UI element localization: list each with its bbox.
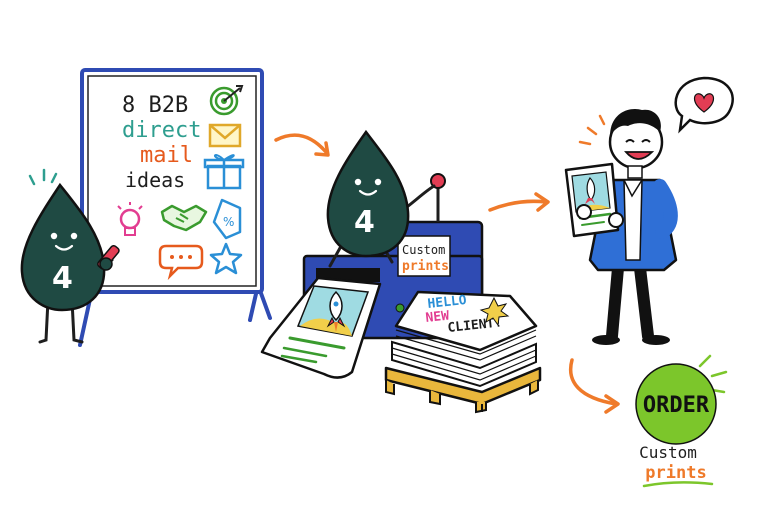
pallet — [384, 366, 542, 414]
gift-icon — [203, 154, 245, 190]
burst-star-icon — [479, 296, 510, 327]
mascot-drop-printer: 4 — [326, 129, 436, 268]
envelope-icon — [208, 123, 242, 148]
marker-icon — [97, 244, 120, 271]
board-title-line3: mail — [140, 143, 193, 168]
tag-icon: % — [212, 198, 242, 240]
order-badge-label: ORDER — [643, 393, 710, 418]
happy-client — [564, 76, 734, 345]
board-title-line2: direct — [122, 118, 201, 143]
stack-line2: NEW — [425, 309, 450, 326]
order-caption-line1: Custom — [639, 443, 697, 462]
printer-label-line1: Custom — [402, 243, 445, 257]
order-caption-underline — [642, 481, 714, 488]
target-icon — [209, 85, 244, 116]
mascot-printer-number: 4 — [354, 205, 375, 240]
speech-bubble — [674, 76, 734, 134]
mascot-drop-left: 4 — [20, 168, 120, 344]
heart-icon — [693, 93, 715, 113]
lightbulb-icon — [117, 202, 143, 236]
chat-bubble-icon — [158, 244, 204, 281]
stack-line1: HELLO — [427, 293, 468, 312]
star-icon — [209, 242, 243, 275]
flow-arrow-1 — [274, 133, 330, 157]
whiteboard: 8 B2B direct mail ideas — [78, 68, 272, 347]
board-title-line1: 8 B2B — [122, 93, 188, 118]
flow-arrow-2 — [488, 192, 550, 212]
flow-arrow-3 — [568, 358, 620, 414]
svg-text:%: % — [223, 215, 234, 229]
handshake-icon — [160, 204, 208, 232]
mascot-left-number: 4 — [52, 261, 73, 296]
printed-flyer — [260, 276, 382, 379]
rocket-icon — [326, 290, 346, 332]
order-caption-line2: prints — [645, 463, 706, 483]
printer-label-line2: prints — [402, 259, 449, 274]
order-badge: ORDER — [635, 354, 728, 445]
board-title-line4: ideas — [125, 168, 185, 192]
paper-stack: HELLO NEW CLIENT! — [391, 290, 538, 388]
